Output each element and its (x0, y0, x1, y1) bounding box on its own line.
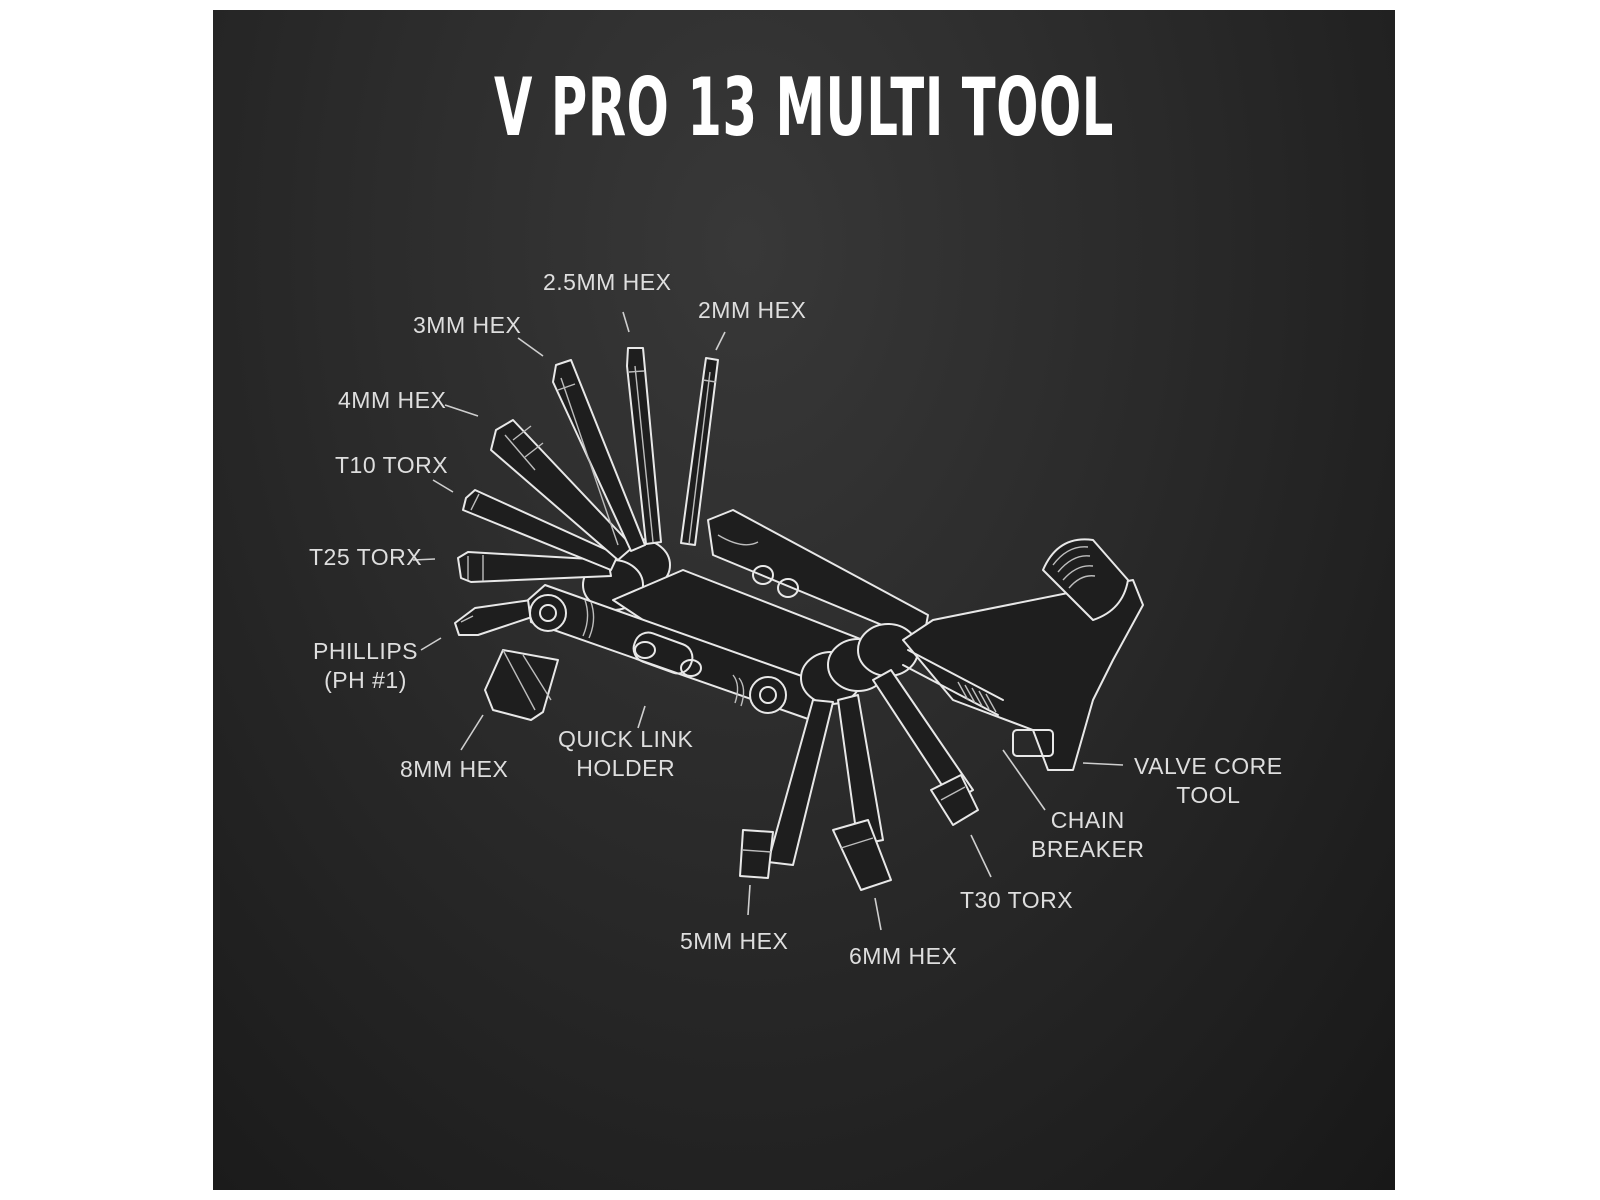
bit-5mm-hex (739, 699, 834, 879)
diagram-panel: V PRO 13 MULTI TOOL 2.5MM HEX 2MM HEX 3M… (213, 10, 1395, 1190)
bit-6mm-hex (832, 694, 892, 891)
chain-breaker-spring (957, 681, 997, 713)
leader-lines (412, 311, 1124, 931)
lower-pivot-hub (800, 623, 919, 705)
chain-breaker-tool (902, 538, 1144, 771)
label-valve-core-line1: VALVE CORE (1134, 753, 1283, 779)
bit-4mm-hex (490, 419, 634, 561)
label-chain-breaker-line1: CHAIN (1050, 807, 1125, 833)
bit-phillips (454, 599, 536, 636)
bit-2mm-hex (680, 357, 719, 546)
label-phillips-line1: PHILLIPS (313, 638, 418, 664)
label-valve-core-tool: VALVE CORE TOOL (1134, 752, 1283, 810)
multi-tool-illustration (412, 311, 1144, 931)
label-valve-core-line2: TOOL (1176, 782, 1241, 808)
bit-8mm-hex (484, 649, 559, 721)
bit-t30-torx (872, 669, 979, 826)
label-5mm-hex: 5MM HEX (680, 928, 789, 954)
bit-3mm-hex (552, 359, 646, 552)
page-title: V PRO 13 MULTI TOOL (493, 61, 1115, 154)
label-chain-breaker: CHAIN BREAKER (1031, 806, 1144, 864)
bit-t10-torx (462, 489, 619, 571)
label-6mm-hex: 6MM HEX (849, 943, 958, 969)
label-quick-link-line2: HOLDER (576, 755, 676, 781)
label-8mm-hex: 8MM HEX (400, 756, 509, 782)
label-phillips: PHILLIPS (PH #1) (313, 637, 418, 695)
label-t25-torx: T25 TORX (309, 544, 423, 570)
label-2mm-hex: 2MM HEX (698, 297, 807, 323)
bit-t25-torx (457, 551, 612, 583)
front-side-plate (527, 584, 826, 721)
label-phillips-line2: (PH #1) (324, 667, 407, 693)
label-t10-torx: T10 TORX (335, 452, 449, 478)
label-4mm-hex: 4MM HEX (338, 387, 447, 413)
label-2-5mm-hex: 2.5MM HEX (543, 269, 672, 295)
label-quick-link-holder: QUICK LINK HOLDER (558, 725, 693, 783)
label-quick-link-line1: QUICK LINK (558, 726, 694, 752)
label-chain-breaker-line2: BREAKER (1031, 836, 1145, 862)
label-3mm-hex: 3MM HEX (413, 312, 522, 338)
label-t30-torx: T30 TORX (960, 887, 1074, 913)
bit-2-5mm-hex (626, 347, 662, 545)
